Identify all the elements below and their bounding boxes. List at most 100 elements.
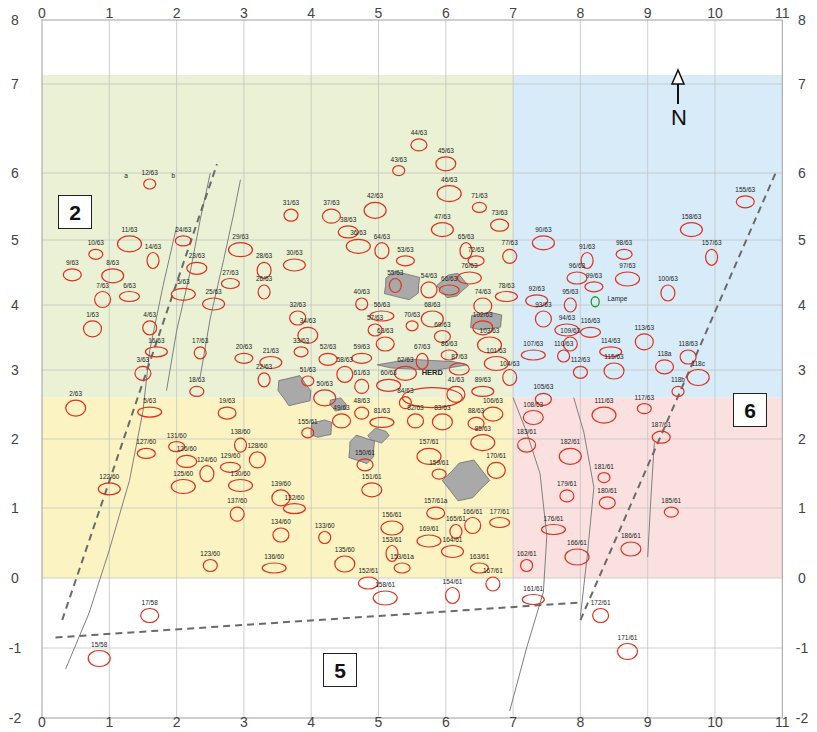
feature-outline [381,521,403,535]
lamp-outline [591,297,599,307]
callout-number: 104/63 [500,360,520,367]
callout-number: 51/63 [300,367,316,374]
feature-outline [503,249,517,263]
feature-outline [535,311,551,327]
feature-outline [283,504,305,514]
feature-outline [521,350,545,360]
stone-cluster [437,273,469,297]
grid-line [42,305,782,306]
feature-outline [200,466,214,482]
callout-number: 164/61 [443,536,463,543]
feature-outline [521,560,533,572]
feature-outline [427,507,445,519]
callout-number: 150/61 [355,450,375,457]
callout-number: 67/63 [414,344,430,351]
callout-number: 161/61 [523,585,543,592]
callout-number: 70/63 [404,312,420,319]
callout-number: 68/63 [424,302,440,309]
grid-line [647,20,648,718]
axis-label: 4 [11,298,19,312]
callout-number: 91/63 [579,243,595,250]
feature-outline [322,209,340,223]
feature-outline [333,414,351,428]
feature-outline [203,560,217,572]
callout-number: 158/61 [375,582,395,589]
feature-outline [194,347,206,359]
feature-outline [118,236,142,252]
zone-number: 6 [744,400,756,421]
callout-number: 114/63 [601,338,620,345]
feature-outline [446,588,460,604]
callout-number: 33/63 [293,338,309,345]
axis-label: 6 [798,166,806,180]
axis-label: 5 [375,6,383,20]
callout-number: 170/61 [486,453,506,460]
callout-number: 166/61 [567,540,587,547]
callout-number: 73/63 [491,210,507,217]
callout-number: 136/60 [264,554,284,561]
feature-outline [503,370,517,386]
callout-number: 125/60 [173,470,193,477]
callout-number: 172/61 [591,599,611,606]
axis-label: 7 [509,715,517,729]
feature-outline [352,353,372,363]
axis-label: 0 [11,571,19,585]
feature-outline [635,334,653,350]
callout-number: 102/63 [473,312,493,319]
callout-number: 163/61 [469,554,489,561]
feature-outline [314,390,336,406]
callout-number: 50/63 [317,381,333,388]
feature-outline [143,321,157,335]
plan-frame [42,20,782,718]
callout-number: 40/63 [354,289,370,296]
feature-label: Lampe [607,295,627,302]
feature-outline [432,469,446,479]
callout-number: 30/63 [286,250,302,257]
callout-number: 8/63 [106,260,119,267]
callout-number: 24/63 [175,227,191,234]
callout-number: 113/63 [635,325,654,332]
callout-number: 32/63 [290,302,306,309]
contour-line [510,398,547,711]
axis-label: 4 [307,715,315,729]
axis-label: 5 [375,715,383,729]
feature-outline [439,285,459,295]
feature-outline [472,202,486,212]
feature-outline [621,542,641,556]
feature-outline [138,407,162,417]
axis-label: 8 [576,715,584,729]
feature-outline [559,448,581,464]
callout-number: 107/63 [523,341,543,348]
callout-number: 20/63 [236,344,252,351]
feature-outline [599,497,615,509]
callout-number: 157/61 [419,439,439,446]
callout-number: 4/63 [143,312,156,319]
feature-outline [235,438,247,452]
feature-outline [362,483,382,497]
feature-outline [141,609,159,623]
callout-number: 61/63 [354,370,370,377]
callout-number: 5/63 [143,398,156,405]
callout-number: 116/63 [581,318,600,325]
callout-number: 38/63 [340,217,356,224]
feature-outline [564,298,576,312]
feature-outline [394,366,416,380]
callout-number: 22/63 [256,364,272,371]
feature-outline [370,417,394,427]
axis-label: 7 [11,77,19,91]
axis-label: 4 [307,6,315,20]
feature-outline [88,651,110,667]
feature-outline [284,209,298,221]
callout-number: 49/63 [333,405,349,412]
feature-outline [249,452,265,468]
contour-line [200,180,240,377]
callout-number: 115/63 [604,354,623,361]
callout-number: 41/63 [448,377,464,384]
stone-cluster [278,376,311,406]
feature-outline [652,431,670,443]
feature-outline [491,219,509,231]
callout-number: 100/63 [658,276,678,283]
callout-number: 44/63 [411,130,427,137]
callout-number: 158/63 [681,213,701,220]
